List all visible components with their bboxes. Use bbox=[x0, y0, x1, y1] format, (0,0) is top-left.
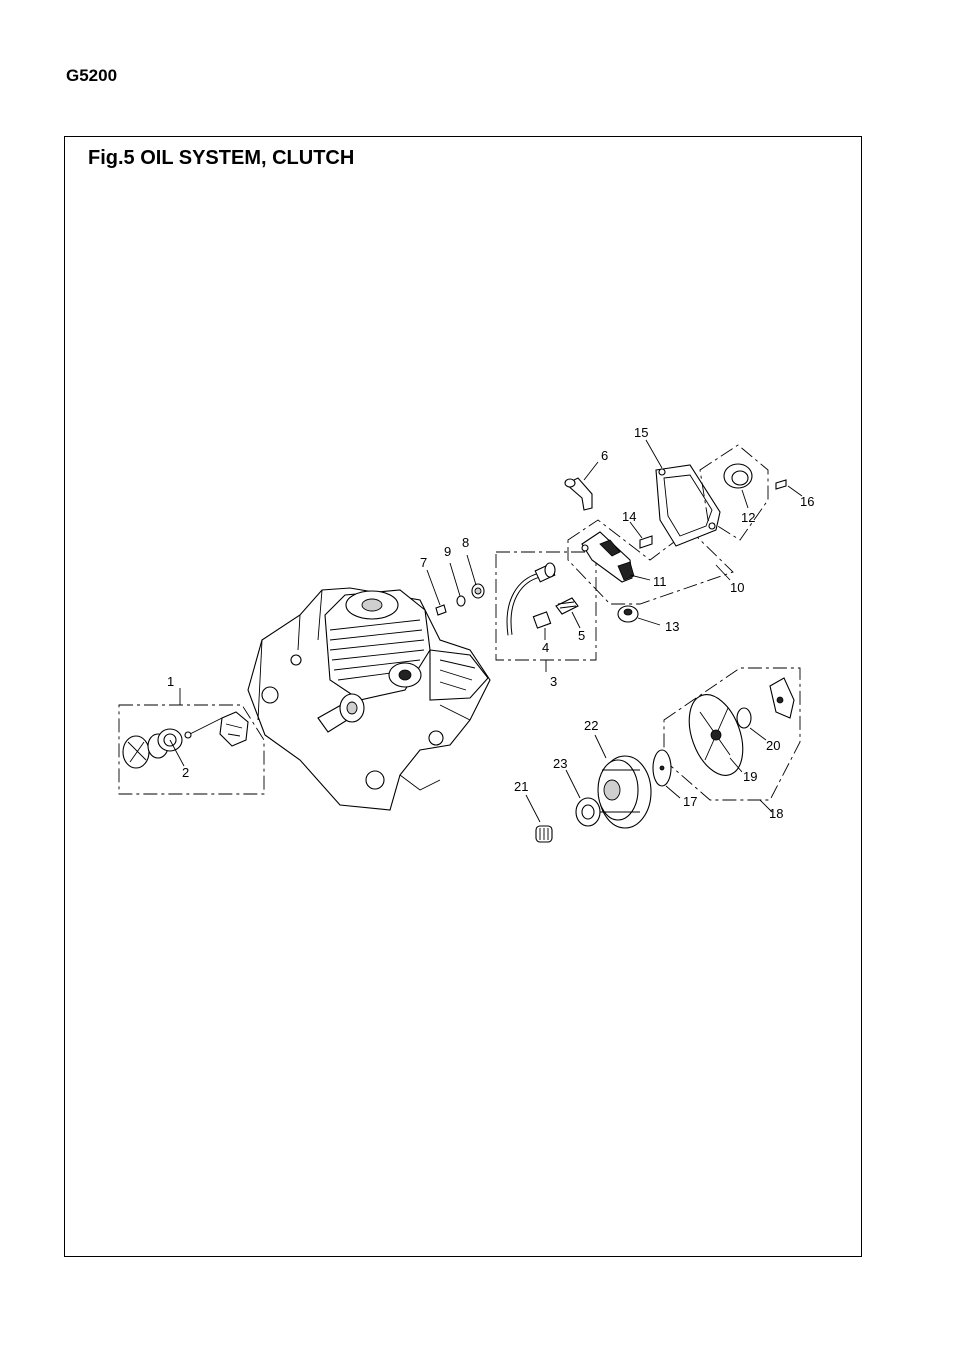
part-6-fitting bbox=[564, 461, 599, 511]
part-23-rim-sprocket bbox=[565, 769, 601, 827]
group-1-oil-cap bbox=[118, 688, 265, 795]
callout-19: 19 bbox=[743, 769, 757, 784]
group-18-clutch bbox=[663, 667, 801, 813]
callout-17: 17 bbox=[683, 794, 697, 809]
callout-7: 7 bbox=[420, 555, 427, 570]
group-12-part bbox=[699, 444, 803, 541]
part-21-needle-bearing bbox=[525, 794, 553, 843]
callout-10: 10 bbox=[730, 580, 744, 595]
figure-frame bbox=[64, 136, 862, 1257]
callout-21: 21 bbox=[514, 779, 528, 794]
callout-22: 22 bbox=[584, 718, 598, 733]
callout-8: 8 bbox=[462, 535, 469, 550]
callout-4: 4 bbox=[542, 640, 549, 655]
callout-23: 23 bbox=[553, 756, 567, 771]
model-number: G5200 bbox=[66, 66, 118, 85]
callout-9: 9 bbox=[444, 544, 451, 559]
callout-1: 1 bbox=[167, 674, 174, 689]
callout-11: 11 bbox=[653, 574, 667, 589]
small-parts-7-8-9 bbox=[426, 554, 485, 616]
callout-18: 18 bbox=[769, 806, 783, 821]
callout-6: 6 bbox=[601, 448, 608, 463]
callout-13: 13 bbox=[665, 619, 679, 634]
group-10-oil-pump bbox=[567, 519, 734, 605]
part-13-bushing bbox=[617, 605, 661, 626]
callout-16: 16 bbox=[800, 494, 814, 509]
engine-assembly-drawing bbox=[247, 587, 491, 811]
part-17-washer bbox=[652, 749, 681, 799]
callout-14: 14 bbox=[622, 509, 636, 524]
group-3-oil-hose bbox=[495, 551, 597, 672]
callout-3: 3 bbox=[550, 674, 557, 689]
part-22-sprocket-drum bbox=[594, 734, 652, 829]
figure-title: Fig.5 OIL SYSTEM, CLUTCH bbox=[88, 147, 355, 169]
callout-5: 5 bbox=[578, 628, 585, 643]
part-15-cover-plate bbox=[645, 439, 721, 547]
callout-15: 15 bbox=[634, 425, 648, 440]
callout-12: 12 bbox=[741, 510, 755, 525]
callout-2: 2 bbox=[182, 765, 189, 780]
callout-20: 20 bbox=[766, 738, 780, 753]
